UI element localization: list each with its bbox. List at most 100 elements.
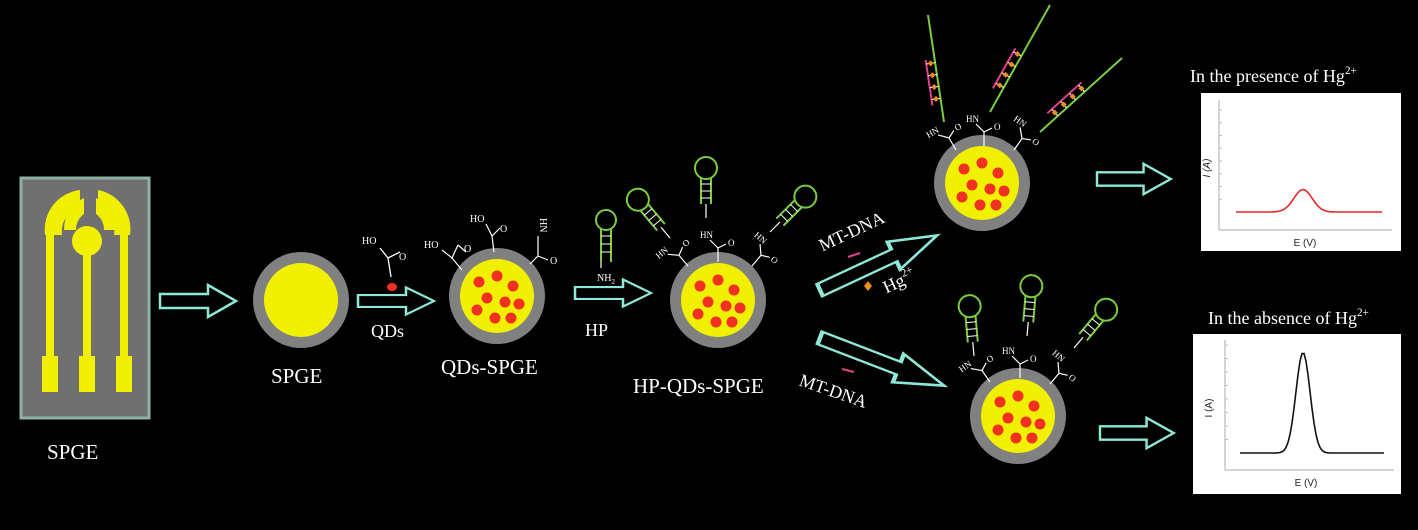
- qds-label: QDs: [371, 321, 405, 341]
- hg-ion: [1078, 85, 1085, 92]
- hn-label: HN: [1012, 113, 1029, 129]
- quantum-dot: [489, 312, 501, 324]
- quantum-dot: [734, 302, 746, 314]
- presence-y-label: I (A): [1202, 159, 1213, 178]
- quantum-dot: [728, 284, 740, 296]
- svg-text:O: O: [464, 244, 471, 255]
- carbonyl-o-label: O: [769, 254, 781, 266]
- spge-chip: [19, 176, 151, 420]
- amide-linker: OHN: [700, 230, 735, 262]
- hg-ion: [1051, 109, 1058, 116]
- svg-text:HO: HO: [362, 236, 376, 247]
- qds-molecule: HO O: [362, 236, 406, 291]
- hg-ion: [1002, 71, 1009, 78]
- quantum-dot: [976, 157, 988, 169]
- hairpin-probe: [625, 187, 671, 239]
- quantum-dot: [956, 191, 968, 203]
- quantum-dot: [692, 308, 704, 320]
- hg-ion: [931, 84, 938, 91]
- presence-voltammogram-panel: I (A) E (V): [1201, 93, 1401, 251]
- quantum-dot: [710, 316, 722, 328]
- opened-probe-strand: [989, 4, 1051, 113]
- quantum-dot: [1010, 432, 1022, 444]
- arrow-to-absence-panel: [1098, 416, 1175, 450]
- amide-linker: OHN: [1002, 346, 1037, 378]
- quantum-dot: [990, 199, 1002, 211]
- quantum-dot: [505, 312, 517, 324]
- hg-ion: [1069, 93, 1076, 100]
- hg-ion: [1014, 50, 1021, 57]
- hn-label: HN: [957, 358, 974, 374]
- hp-probe: NH2: [595, 209, 617, 286]
- quantum-dot: [720, 300, 732, 312]
- quantum-dot: [726, 316, 738, 328]
- hn-label: HN: [700, 230, 713, 240]
- quantum-dot: [471, 304, 483, 316]
- presence-title: In the presence of Hg2+: [1190, 65, 1357, 86]
- quantum-dot: [507, 280, 519, 292]
- carbonyl-o-label: O: [953, 121, 964, 133]
- quantum-dot: [712, 274, 724, 286]
- hairpin-probe: [1019, 274, 1044, 337]
- carbonyl-o-label: O: [994, 122, 1001, 132]
- presence-peak-curve: [1236, 188, 1382, 213]
- hairpin-probe: [694, 156, 718, 218]
- amide-linker: OHN: [966, 114, 1001, 146]
- opened-probe-strand: [924, 14, 945, 123]
- arrow-to-qds-spge: [356, 286, 436, 316]
- mt-dna-strand: [992, 47, 1017, 89]
- spge-chip-label: SPGE: [47, 440, 99, 464]
- opened-probe-strand: [1039, 57, 1123, 133]
- hg-ion: [927, 60, 934, 67]
- hn-label: HN: [1002, 346, 1015, 356]
- quantum-dot: [966, 179, 978, 191]
- quantum-dot: [1026, 432, 1038, 444]
- hairpin-probe: [1073, 297, 1119, 349]
- carbonyl-o-label: O: [1067, 372, 1079, 384]
- quantum-dot: [1020, 416, 1032, 428]
- bare-spge-electrode: [253, 252, 349, 348]
- arrow-to-spge: [158, 283, 238, 319]
- mt-dna-strand: [924, 59, 934, 106]
- presence-x-label: E (V): [1294, 238, 1317, 249]
- arrow-to-presence-panel: [1095, 162, 1172, 196]
- svg-text:HN: HN: [537, 218, 548, 232]
- hg-ion: [933, 95, 940, 102]
- qds-spge-label: QDs-SPGE: [441, 355, 538, 379]
- quantum-dot: [473, 276, 485, 288]
- hg-ion-marker: [864, 281, 872, 291]
- hn-label: HN: [924, 125, 941, 140]
- qds-spge-electrode: HO O HO O HN O: [424, 214, 557, 344]
- quantum-dot: [994, 396, 1006, 408]
- quantum-dot: [702, 296, 714, 308]
- carbonyl-o-label: O: [984, 353, 995, 365]
- hn-label: HN: [752, 230, 769, 246]
- mt-dna-strand: [1046, 81, 1083, 115]
- hg-ion: [996, 82, 1003, 89]
- hp-qds-spge-label: HP-QDs-SPGE: [633, 374, 764, 398]
- quantum-dot: [694, 280, 706, 292]
- hg-ion: [929, 72, 936, 79]
- svg-text:O: O: [399, 252, 406, 263]
- quantum-dot: [1012, 390, 1024, 402]
- absence-voltammogram-panel: I (A) E (V): [1193, 334, 1401, 494]
- quantum-dot: [974, 199, 986, 211]
- spge-label: SPGE: [271, 364, 323, 388]
- quantum-dot: [1034, 418, 1046, 430]
- absence-title: In the absence of Hg2+: [1208, 307, 1369, 328]
- hn-label: HN: [654, 244, 671, 260]
- absence-x-label: E (V): [1295, 478, 1318, 489]
- mt-dna-marker-top: [847, 252, 861, 258]
- hn-label: HN: [1050, 348, 1067, 364]
- quantum-dot: [992, 424, 1004, 436]
- absence-y-label: I (A): [1204, 399, 1215, 418]
- hairpin-probe: [957, 294, 982, 357]
- quantum-dot: [513, 298, 525, 310]
- hg-ion: [1060, 101, 1067, 108]
- hairpin-probe: [769, 184, 818, 233]
- hp-label: HP: [585, 320, 609, 340]
